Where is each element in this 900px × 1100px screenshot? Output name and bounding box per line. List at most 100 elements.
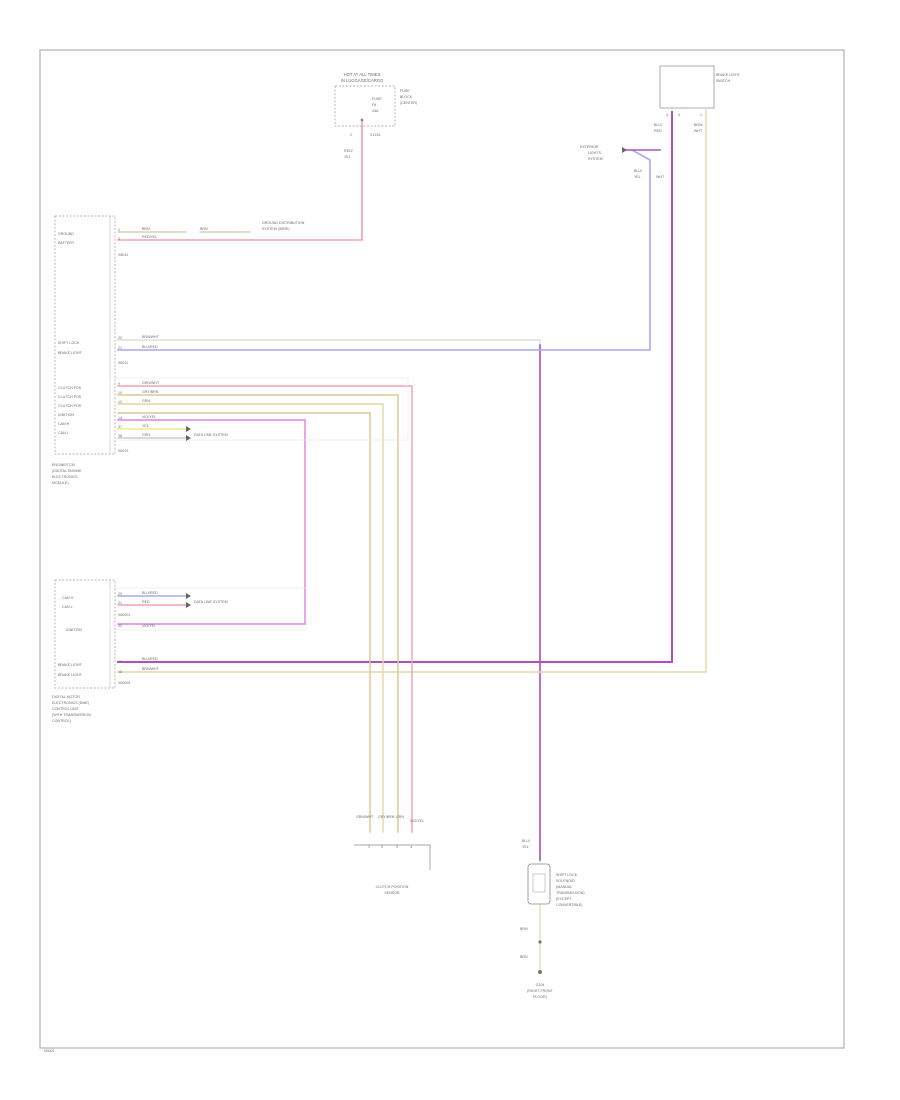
ecm-caption-1: ENGINE/TCM	[52, 463, 75, 467]
clutch-wire-4: VIO/YEL	[410, 819, 424, 823]
fuse-wire-2: YEL	[344, 155, 351, 159]
dme-wire-brake-1: BLU/RED	[142, 657, 158, 661]
ecm-pin-name-can-h: CAN H	[58, 422, 70, 426]
ecm-wire-can-l: GRN	[142, 433, 150, 437]
dme-pin-num-brake-1: 17	[118, 660, 122, 664]
dme-can-l-arrow	[186, 602, 191, 608]
dme-module: CAN H 20 BLU/RED DATA LINE SYSTEM CAN L …	[52, 579, 307, 723]
dme-pin-num-ignition: 30	[118, 624, 122, 628]
ecm-conn-b: X6012	[118, 361, 128, 365]
ecm-pin-num-clutch-3: 12	[118, 400, 122, 404]
shift-lock-wire-top-2: YEL	[522, 845, 529, 849]
wire-dsc-brake-tan	[117, 109, 707, 673]
wire-clutch-3	[117, 403, 384, 833]
ecm-ground-dest-1: GROUND DISTRIBUTION	[262, 221, 305, 225]
dme-wire-ignition: VIO/YEL	[142, 624, 156, 628]
dme-pin-name-brake-2: BRAKE LIGHT	[58, 673, 83, 677]
ecm-pin-num-clutch-2: 10	[118, 391, 122, 395]
brake-switch-title-1: BRAKE LIGHT	[716, 73, 741, 77]
dme-box	[54, 579, 116, 689]
ecm-box	[54, 215, 116, 455]
wire-clutch-2	[117, 394, 399, 833]
ecm-pin-name-battery: BATTERY	[58, 241, 75, 245]
ecm-wire-ground: BRN	[142, 227, 150, 231]
ecm-pin-num-clutch-1: 9	[118, 382, 120, 386]
fuse-conn: X1234	[370, 133, 380, 137]
fuse-number: F8	[372, 103, 376, 107]
wire-clutch-4	[117, 412, 371, 833]
ext-lights-label-2: LIGHTS	[588, 151, 602, 155]
clutch-sensor-label-2: SENSOR	[384, 891, 400, 895]
shift-lock-label-3: (MANUAL	[556, 885, 572, 889]
brake-switch-box	[659, 65, 715, 109]
ecm-wire-clutch-3: GRN	[142, 399, 150, 403]
ground-label-1: G104	[536, 983, 545, 987]
ecm-connector-right	[109, 377, 409, 441]
fuse-terminal	[360, 118, 364, 122]
dme-can-arrow	[186, 593, 191, 599]
ecm-caption-4: MODULE)	[52, 481, 69, 485]
diagram-frame	[39, 49, 845, 1049]
ecm-pin-name-clutch-1: CLUTCH POS	[58, 386, 82, 390]
brake-switch-pin-1: 1	[700, 113, 702, 117]
ecm-pin-name-ignition: IGNITION	[58, 413, 74, 417]
brake-switch-wire-right-1: BRN/	[694, 123, 703, 127]
shift-lock-label-5: (EXCEPT	[556, 897, 572, 901]
dme-conn-b: X60004	[118, 681, 130, 685]
fuse-side-1: FUSE	[400, 89, 410, 93]
ecm-pin-num-brake-light: 21	[118, 346, 122, 350]
ecm-can-arrow	[186, 426, 191, 432]
ecm-wire-ignition: VIO/YEL	[142, 415, 156, 419]
shift-lock-splice	[538, 940, 542, 944]
ecm-pin-name-can-l: CAN L	[58, 431, 69, 435]
fuse-title-line-2: IN LUGGAGE/CARGO	[341, 78, 384, 83]
exterior-lights-ref: EXTERIOR LIGHTS SYSTEM BLU/ YEL WHT	[580, 145, 665, 179]
ecm-pin-num-can-h: 37	[118, 425, 122, 429]
dme-caption-2: ELECTRONICS (DME)	[52, 701, 89, 705]
ecm-pin-num-shift-lock: 22	[118, 336, 122, 340]
clutch-sensor-box	[354, 844, 431, 870]
ecm-conn-c: X6013	[118, 449, 128, 453]
clutch-pin-1: 1	[368, 845, 370, 849]
shift-lock-wire-mid: BRN	[520, 927, 528, 931]
clutch-pin-4: 4	[410, 845, 412, 849]
ecm-pin-name-brake-light: BRAKE LIGHT	[58, 351, 83, 355]
fuse-side-2: BLOCK	[400, 95, 413, 99]
wire-dsc-brake-purple	[117, 111, 673, 663]
dme-caption-3: CONTROL UNIT	[52, 707, 80, 711]
dme-wire-brake-2: BRN/WHT	[142, 667, 160, 671]
shift-lock-solenoid: BLU/ YEL SHIFT LOCK SOLENOID (MANUAL TRA…	[520, 839, 585, 999]
clutch-pin-2: 2	[381, 845, 383, 849]
fuse-pin: 2	[350, 133, 352, 137]
ecm-caption-3: ELECTRONICS	[52, 475, 78, 479]
shift-lock-coil	[532, 873, 546, 893]
dme-wire-can-h: BLU/RED	[142, 591, 158, 595]
ecm-ground-dest-2: SYSTEM (WIRE)	[262, 227, 290, 231]
dme-pin-name-can-h: CAN H	[62, 596, 74, 600]
dme-pin-name-ignition: IGNITION	[66, 628, 82, 632]
dme-caption-4: (WITH TRANSMISSION	[52, 713, 91, 717]
ecm-wire-brake-light: BLU/RED	[142, 345, 158, 349]
ecm-can-l-arrow	[186, 435, 191, 441]
clutch-wire-1: GRN/WHT	[356, 815, 374, 819]
wire-brake-light-blue	[117, 148, 651, 351]
ecm-wire-shift-lock: BRN/WHT	[142, 335, 160, 339]
fuse-block-box	[334, 85, 396, 127]
dme-wire-can-l: RED	[142, 600, 150, 604]
ecm-pin-num-ground: 1	[118, 228, 120, 232]
brake-switch-wire-right-2: WHT	[694, 129, 703, 133]
ext-lights-wire-1: BLU/	[634, 169, 642, 173]
ecm-pin-num-ignition: 14	[118, 416, 122, 420]
ext-lights-label-1: EXTERIOR	[580, 145, 599, 149]
wire-clutch-1	[117, 385, 413, 833]
ecm-wire-battery: RED/YEL	[142, 235, 157, 239]
dme-caption-5: CONTROL)	[52, 719, 71, 723]
dme-caption-1: DIGITAL MOTOR	[52, 695, 80, 699]
shift-lock-box	[527, 863, 551, 905]
ecm-wire-clutch-1: GRN/WHT	[142, 381, 160, 385]
ecm-conn-a: X6011	[118, 253, 128, 257]
dme-pin-num-brake-2: 18	[118, 670, 122, 674]
ext-lights-wire-2: YEL	[634, 175, 641, 179]
fuse-name: FUSE	[372, 97, 382, 101]
clutch-wire-2: GRY/BRN	[378, 815, 395, 819]
